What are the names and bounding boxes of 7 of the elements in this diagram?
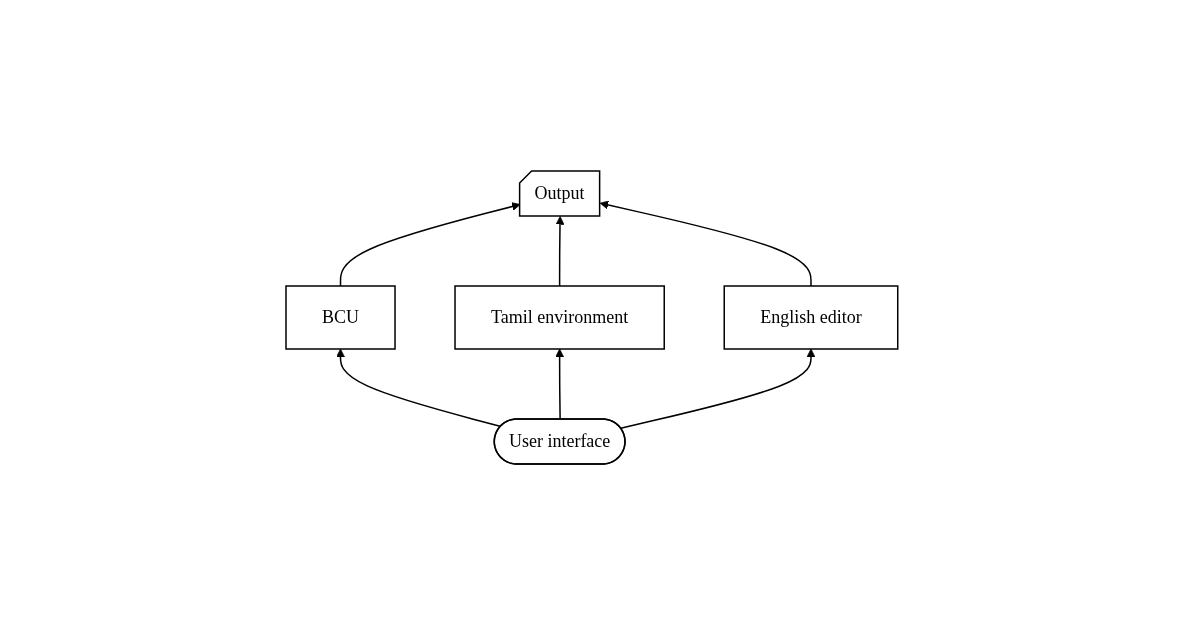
node-box: BCU xyxy=(284,285,396,350)
arrow xyxy=(554,348,564,421)
arrow xyxy=(555,216,565,287)
node-box: Tamil environment xyxy=(453,285,665,350)
arrow xyxy=(619,348,815,429)
arrow xyxy=(599,200,812,287)
node-box: English editor xyxy=(723,285,899,350)
